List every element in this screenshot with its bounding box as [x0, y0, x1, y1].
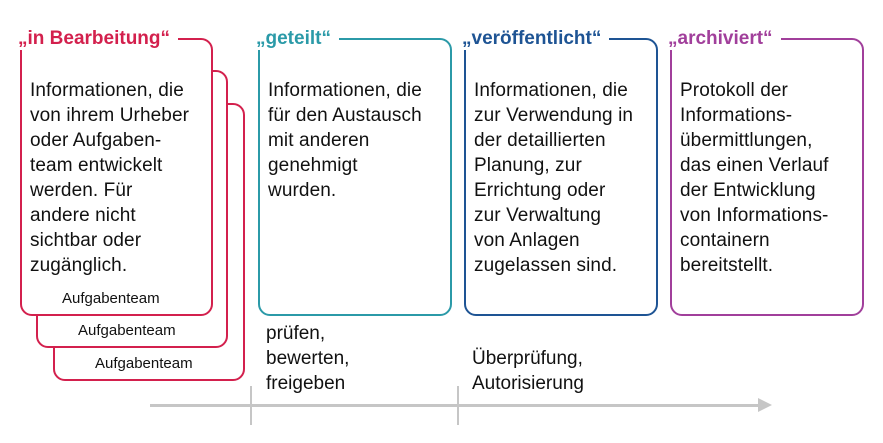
body-line: von ihrem Urheber: [30, 105, 190, 126]
body-line: team entwickelt: [30, 155, 163, 176]
timeline-arrow-icon: [758, 398, 772, 412]
transition-label-publish: Überprüfung, Autorisierung: [472, 346, 584, 396]
body-line: Informationen, die: [30, 80, 184, 101]
body-line: Protokoll der: [680, 80, 788, 101]
body-line: das einen Verlauf: [680, 155, 829, 176]
transition-line: Überprüfung,: [472, 348, 583, 369]
task-team-label-1: Aufgabenteam: [62, 290, 160, 307]
body-line: containern: [680, 230, 770, 251]
state-card-geteilt: „geteilt“ Informationen, die für den Aus…: [252, 28, 452, 316]
state-title-in-bearbeitung: „in Bearbeitung“: [14, 28, 179, 50]
body-line: Informations-: [680, 105, 793, 126]
transition-line: prüfen,: [266, 323, 326, 344]
task-team-label-2: Aufgabenteam: [78, 322, 176, 339]
state-card-in-bearbeitung: „in Bearbeitung“ Informationen, die von …: [14, 28, 213, 316]
body-line: werden. Für: [30, 180, 133, 201]
body-line: zur Verwendung in: [474, 105, 634, 126]
body-line: wurden.: [268, 180, 337, 201]
state-card-veroeffentlicht: „veröffentlicht“ Informationen, die zur …: [458, 28, 658, 316]
state-card-archiviert: „archiviert“ Protokoll der Informations-…: [664, 28, 864, 316]
state-description-veroeffentlicht: Informationen, die zur Verwendung in der…: [474, 78, 650, 278]
body-line: zugänglich.: [30, 255, 128, 276]
body-line: von Informations-: [680, 205, 829, 226]
body-line: andere nicht: [30, 205, 136, 226]
timeline-axis: [150, 404, 760, 407]
body-line: zur Verwaltung: [474, 205, 602, 226]
state-description-in-bearbeitung: Informationen, die von ihrem Urheber ode…: [30, 78, 205, 278]
body-line: Informationen, die: [474, 80, 628, 101]
body-line: mit anderen: [268, 130, 370, 151]
body-line: Informationen, die: [268, 80, 422, 101]
state-title-veroeffentlicht: „veröffentlicht“: [458, 28, 610, 50]
body-line: für den Austausch: [268, 105, 422, 126]
body-line: Planung, zur: [474, 155, 582, 176]
timeline-tick-share: [250, 386, 252, 425]
task-team-label-3: Aufgabenteam: [95, 355, 193, 372]
transition-label-share: prüfen, bewerten, freigeben: [266, 321, 349, 396]
state-description-geteilt: Informationen, die für den Austausch mit…: [268, 78, 444, 203]
body-line: zugelassen sind.: [474, 255, 618, 276]
body-line: bereitstellt.: [680, 255, 774, 276]
state-title-archiviert: „archiviert“: [664, 28, 781, 50]
body-line: genehmigt: [268, 155, 358, 176]
timeline-tick-publish: [457, 386, 459, 425]
body-line: der Entwicklung: [680, 180, 816, 201]
body-line: von Anlagen: [474, 230, 580, 251]
body-line: sichtbar oder: [30, 230, 142, 251]
state-description-archiviert: Protokoll der Informations- übermittlung…: [680, 78, 856, 278]
body-line: Errichtung oder: [474, 180, 606, 201]
transition-line: freigeben: [266, 373, 346, 394]
state-title-geteilt: „geteilt“: [252, 28, 339, 50]
transition-line: bewerten,: [266, 348, 350, 369]
body-line: der detaillierten: [474, 130, 606, 151]
transition-line: Autorisierung: [472, 373, 584, 394]
body-line: oder Aufgaben-: [30, 130, 162, 151]
body-line: übermittlungen,: [680, 130, 813, 151]
